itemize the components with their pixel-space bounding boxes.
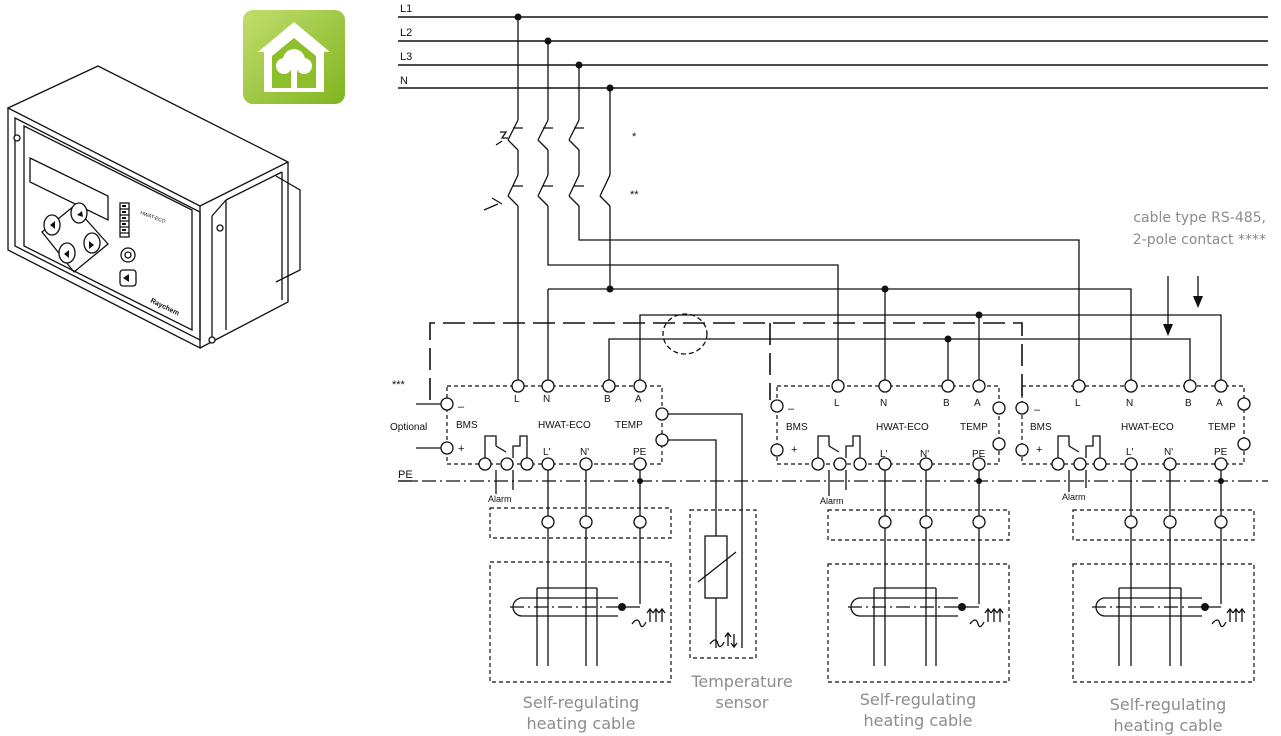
svg-text:N: N <box>1126 398 1133 409</box>
device-panel-label: HWAT-ECO <box>139 210 166 225</box>
svg-text:HWAT-ECO: HWAT-ECO <box>538 420 591 431</box>
cable-note-line-2: 2-pole contact **** <box>1133 232 1266 248</box>
svg-text:TEMP: TEMP <box>1208 422 1236 433</box>
supply-busbars: L1 L2 L3 N <box>398 3 1268 92</box>
pe-line: PE <box>398 469 1268 482</box>
svg-text:BMS: BMS <box>456 420 478 431</box>
svg-text:B: B <box>943 398 950 409</box>
svg-text:N: N <box>880 398 887 409</box>
svg-text:–: – <box>1034 404 1041 416</box>
svg-text:Alarm: Alarm <box>488 494 512 504</box>
caption-sensor-line-2: sensor <box>715 693 768 712</box>
controller-unit-2: – + L N B A BMS HWAT-ECO TEMP Alarm L' N… <box>770 379 1006 516</box>
svg-text:HWAT-ECO: HWAT-ECO <box>876 422 929 433</box>
device-brand-label: Raychem <box>149 298 180 318</box>
eco-house-icon <box>243 10 345 104</box>
caption-cable-3-line-2: heating cable <box>1114 716 1223 735</box>
svg-text:BMS: BMS <box>1030 422 1052 433</box>
caption-cable-3-line-1: Self-regulating <box>1110 695 1227 714</box>
svg-text:B: B <box>604 394 611 405</box>
bus-label-n: N <box>400 75 408 87</box>
svg-text:L: L <box>1075 398 1081 409</box>
breaker-note-1: * <box>632 131 637 143</box>
svg-text:L: L <box>514 394 520 405</box>
bus-label-l2: L2 <box>400 27 412 39</box>
svg-text:L: L <box>834 398 840 409</box>
optional-label: Optional <box>390 422 427 433</box>
controller-unit-3: – + L N B A BMS HWAT-ECO TEMP Alarm L' N… <box>1015 379 1251 516</box>
svg-text:Alarm: Alarm <box>1062 492 1086 502</box>
svg-text:L': L' <box>880 449 888 460</box>
svg-text:A: A <box>635 394 642 405</box>
breakers: * ** <box>483 17 639 211</box>
svg-text:BMS: BMS <box>786 422 808 433</box>
caption-sensor-line-1: Temperature <box>690 672 792 691</box>
svg-text:A: A <box>1216 398 1223 409</box>
controller-unit-1: – + L N B A BMS HWAT-ECO TEMP Alarm L' N… <box>416 379 743 648</box>
bus-label-l1: L1 <box>400 3 412 15</box>
svg-text:+: + <box>1036 444 1042 456</box>
svg-text:N: N <box>543 394 550 405</box>
svg-text:+: + <box>791 444 797 456</box>
heating-cable-2 <box>827 509 1010 683</box>
breaker-note-2: ** <box>630 189 639 201</box>
svg-text:N': N' <box>1164 447 1173 458</box>
temperature-sensor <box>689 509 757 659</box>
svg-text:N': N' <box>920 449 929 460</box>
distribution-wiring: cable type RS-485, 2-pole contact **** <box>429 206 1266 400</box>
svg-text:Alarm: Alarm <box>820 496 844 506</box>
svg-text:–: – <box>788 403 795 415</box>
cable-note-line-1: cable type RS-485, <box>1133 210 1266 226</box>
svg-text:–: – <box>458 401 465 413</box>
heating-cable-1 <box>489 507 672 683</box>
heating-cable-3 <box>1072 509 1255 683</box>
bus-label-l3: L3 <box>400 51 412 63</box>
svg-text:+: + <box>458 443 464 455</box>
optional-note: *** <box>392 379 406 391</box>
caption-cable-1-line-1: Self-regulating <box>523 693 640 712</box>
caption-cable-2-line-1: Self-regulating <box>860 690 977 709</box>
svg-text:B: B <box>1185 398 1192 409</box>
svg-text:PE: PE <box>633 447 647 458</box>
captions: Self-regulating heating cable Temperatur… <box>523 672 1227 735</box>
svg-text:N': N' <box>580 447 589 458</box>
svg-text:L': L' <box>543 447 551 458</box>
svg-text:PE: PE <box>1214 447 1228 458</box>
svg-text:TEMP: TEMP <box>960 422 988 433</box>
svg-text:TEMP: TEMP <box>615 420 643 431</box>
caption-cable-2-line-2: heating cable <box>864 711 973 730</box>
svg-text:PE: PE <box>972 449 986 460</box>
svg-text:A: A <box>974 398 981 409</box>
pe-label: PE <box>398 469 413 481</box>
svg-text:L': L' <box>1126 447 1134 458</box>
caption-cable-1-line-2: heating cable <box>527 714 636 733</box>
svg-text:HWAT-ECO: HWAT-ECO <box>1121 422 1174 433</box>
controller-device-illustration: HWAT-ECO Raychem <box>6 65 301 350</box>
